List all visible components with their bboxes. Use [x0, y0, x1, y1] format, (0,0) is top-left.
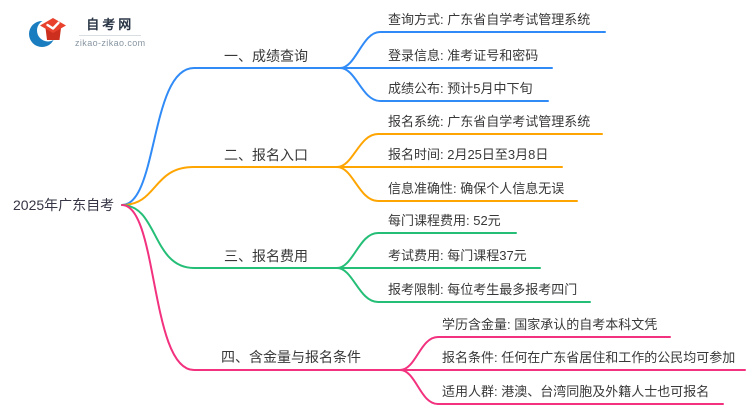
child-node-eligibility[interactable]: 报名条件: 任何在广东省居住和工作的公民均可参加: [442, 350, 736, 365]
child-node-exam-fee[interactable]: 考试费用: 每门课程37元: [388, 248, 527, 263]
branch-node-registration-portal[interactable]: 二、报名入口: [224, 147, 308, 163]
connector-root-branch-1: [121, 67, 341, 206]
logo-divider: [79, 35, 142, 36]
child-node-login-info[interactable]: 登录信息: 准考证号和密码: [388, 48, 539, 63]
connector-branch-2-child-3: [336, 166, 578, 202]
connector-branch-1-child-3: [339, 67, 549, 102]
child-node-registration-time[interactable]: 报名时间: 2月25日至3月8日: [388, 147, 549, 162]
branch-node-fees[interactable]: 三、报名费用: [224, 248, 308, 264]
connector-branch-2-child-1: [336, 133, 603, 168]
connector-branch-4-child-3: [399, 369, 724, 405]
connector-root-branch-4: [121, 204, 401, 371]
site-name: 自考网: [86, 17, 135, 32]
connector-branch-4-child-1: [399, 336, 671, 371]
branch-node-scores[interactable]: 一、成绩查询: [224, 48, 308, 64]
connector-branch-3-child-1: [336, 232, 517, 269]
site-logo[interactable]: 自考网 zikao-zikao.com: [28, 16, 146, 50]
child-node-registration-system[interactable]: 报名系统: 广东省自学考试管理系统: [388, 114, 591, 129]
child-node-course-limit[interactable]: 报考限制: 每位考生最多报考四门: [388, 282, 578, 297]
child-node-applicable-groups[interactable]: 适用人群: 港澳、台湾同胞及外籍人士也可报名: [442, 384, 710, 399]
child-node-query-method[interactable]: 查询方式: 广东省自学考试管理系统: [388, 12, 591, 27]
site-url: zikao-zikao.com: [75, 38, 146, 48]
child-node-score-release[interactable]: 成绩公布: 预计5月中下旬: [388, 81, 533, 96]
connector-branch-3-child-3: [336, 267, 591, 303]
graduation-cap-icon: [29, 18, 66, 47]
root-node[interactable]: 2025年广东自考: [13, 197, 115, 213]
branch-node-value-conditions[interactable]: 四、含金量与报名条件: [221, 349, 361, 365]
connector-root-branch-2: [121, 166, 338, 206]
child-node-course-fee[interactable]: 每门课程费用: 52元: [388, 213, 501, 228]
connector-branch-1-child-1: [339, 31, 606, 69]
child-node-diploma-value[interactable]: 学历含金量: 国家承认的自考本科文凭: [442, 317, 658, 332]
connector-root-branch-3: [121, 204, 338, 269]
child-node-info-accuracy[interactable]: 信息准确性: 确保个人信息无误: [388, 181, 565, 196]
